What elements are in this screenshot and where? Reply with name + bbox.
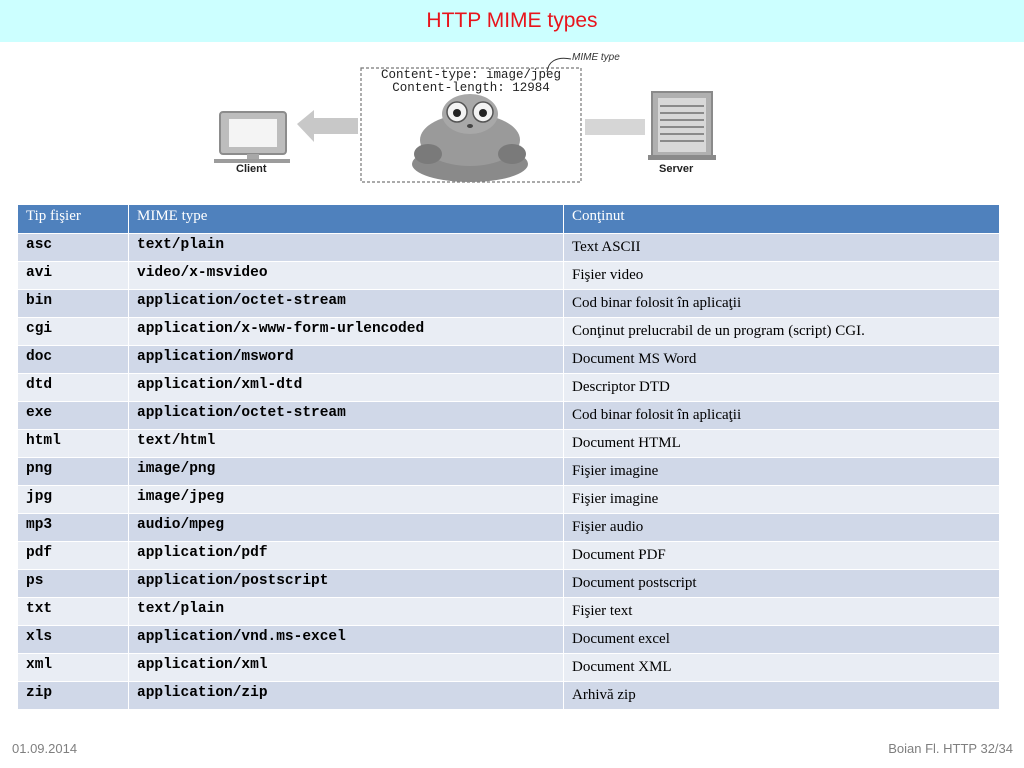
content-length-line: Content-length: 12984 bbox=[392, 81, 550, 95]
header-mime-type: MIME type bbox=[128, 204, 564, 234]
cell-extension: doc bbox=[17, 345, 129, 374]
cell-extension: xml bbox=[17, 653, 129, 682]
message-box bbox=[360, 67, 582, 183]
cell-content: Cod binar folosit în aplicaţii bbox=[563, 289, 1000, 318]
cell-extension: cgi bbox=[17, 317, 129, 346]
cell-content: Document XML bbox=[563, 653, 1000, 682]
cell-extension: mp3 bbox=[17, 513, 129, 542]
client-label: Client bbox=[236, 163, 267, 175]
server-label: Server bbox=[659, 163, 694, 175]
header-file-type: Tip fişier bbox=[17, 204, 129, 234]
arrow-left-icon bbox=[297, 110, 358, 142]
cell-content: Descriptor DTD bbox=[563, 373, 1000, 402]
cell-extension: jpg bbox=[17, 485, 129, 514]
cell-extension: dtd bbox=[17, 373, 129, 402]
mime-pointer bbox=[546, 57, 572, 73]
slide-title: HTTP MIME types bbox=[426, 9, 598, 32]
http-diagram: MIME type Content-type: image/jpeg Conte… bbox=[0, 42, 1024, 202]
cell-extension: txt bbox=[17, 597, 129, 626]
diagram-graphics bbox=[214, 57, 716, 183]
cell-extension: asc bbox=[17, 233, 129, 262]
cell-extension: bin bbox=[17, 289, 129, 318]
computer-monitor-icon bbox=[214, 111, 290, 163]
footer-date: 01.09.2014 bbox=[12, 741, 78, 756]
cell-content: Document MS Word bbox=[563, 345, 1000, 374]
cell-mime-type: application/xml bbox=[128, 653, 564, 682]
http-header-text: Content-type: image/jpeg Content-length:… bbox=[361, 69, 581, 95]
footer-page-info: Boian Fl. HTTP 32/34 bbox=[888, 741, 1013, 756]
cell-mime-type: application/x-www-form-urlencoded bbox=[128, 317, 564, 346]
cell-content: Document excel bbox=[563, 625, 1000, 654]
cell-mime-type: application/postscript bbox=[128, 569, 564, 598]
mime-type-callout: MIME type bbox=[572, 52, 620, 63]
cell-extension: ps bbox=[17, 569, 129, 598]
cell-extension: png bbox=[17, 457, 129, 486]
cell-mime-type: text/plain bbox=[128, 233, 564, 262]
cell-extension: zip bbox=[17, 681, 129, 710]
content-type-line: Content-type: image/jpeg bbox=[380, 68, 562, 82]
cell-mime-type: application/zip bbox=[128, 681, 564, 710]
tarsier-photo bbox=[412, 94, 528, 182]
cell-mime-type: application/vnd.ms-excel bbox=[128, 625, 564, 654]
cell-content: Conţinut prelucrabil de un program (scri… bbox=[563, 317, 1000, 346]
cell-content: Fişier text bbox=[563, 597, 1000, 626]
cell-extension: avi bbox=[17, 261, 129, 290]
cell-content: Cod binar folosit în aplicaţii bbox=[563, 401, 1000, 430]
cell-mime-type: video/x-msvideo bbox=[128, 261, 564, 290]
server-icon bbox=[648, 91, 716, 160]
cell-mime-type: image/jpeg bbox=[128, 485, 564, 514]
cell-mime-type: application/octet-stream bbox=[128, 401, 564, 430]
cell-mime-type: application/msword bbox=[128, 345, 564, 374]
cell-content: Fişier audio bbox=[563, 513, 1000, 542]
cell-content: Fişier imagine bbox=[563, 485, 1000, 514]
cell-extension: html bbox=[17, 429, 129, 458]
cell-mime-type: application/xml-dtd bbox=[128, 373, 564, 402]
cell-content: Fişier video bbox=[563, 261, 1000, 290]
cell-content: Document HTML bbox=[563, 429, 1000, 458]
cell-extension: xls bbox=[17, 625, 129, 654]
header-content: Conţinut bbox=[563, 204, 1000, 234]
arrow-from-server-icon bbox=[585, 119, 645, 135]
cell-content: Arhivă zip bbox=[563, 681, 1000, 710]
cell-mime-type: application/octet-stream bbox=[128, 289, 564, 318]
cell-extension: pdf bbox=[17, 541, 129, 570]
cell-mime-type: application/pdf bbox=[128, 541, 564, 570]
cell-mime-type: text/plain bbox=[128, 597, 564, 626]
cell-content: Document postscript bbox=[563, 569, 1000, 598]
table-header-row: Tip fişier MIME type Conţinut bbox=[17, 204, 1000, 234]
cell-content: Text ASCII bbox=[563, 233, 1000, 262]
cell-extension: exe bbox=[17, 401, 129, 430]
cell-mime-type: image/png bbox=[128, 457, 564, 486]
cell-content: Fişier imagine bbox=[563, 457, 1000, 486]
cell-mime-type: text/html bbox=[128, 429, 564, 458]
title-bar: HTTP MIME types bbox=[0, 0, 1024, 42]
cell-mime-type: audio/mpeg bbox=[128, 513, 564, 542]
cell-content: Document PDF bbox=[563, 541, 1000, 570]
